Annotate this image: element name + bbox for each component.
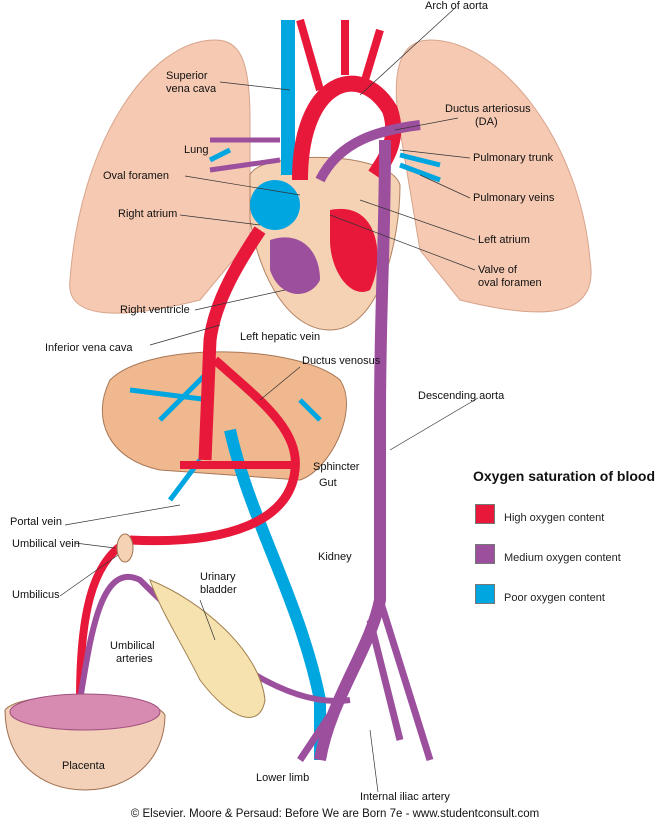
label-umbilical-arteries-1: Umbilical (110, 640, 155, 652)
label-internal-iliac-artery: Internal iliac artery (360, 791, 450, 803)
label-urinary-bladder-1: Urinary (200, 571, 236, 583)
label-arch-of-aorta: Arch of aorta (425, 0, 488, 12)
right-ventricle-shape (270, 237, 320, 294)
label-gut: Gut (319, 477, 337, 489)
label-ductus-arteriosus-1: Ductus arteriosus (445, 103, 531, 115)
pulmonary-branches-left (209, 137, 281, 173)
label-portal-vein: Portal vein (10, 516, 62, 528)
left-lung (69, 39, 251, 314)
legend-swatch-high (475, 504, 495, 524)
label-lower-limb: Lower limb (256, 772, 310, 784)
label-valve-1: Valve of (478, 264, 517, 276)
legend-label-high: High oxygen content (504, 512, 605, 524)
label-ductus-arteriosus-2: (DA) (475, 116, 498, 128)
label-valve-2: oval foramen (478, 277, 542, 289)
placenta-surface (9, 693, 161, 731)
label-left-atrium: Left atrium (478, 234, 530, 246)
label-pulmonary-trunk: Pulmonary trunk (473, 152, 554, 164)
pulmonary-trunk (315, 120, 421, 183)
iliac-branches (297, 598, 434, 762)
label-inferior-vena-cava: Inferior vena cava (45, 342, 133, 354)
label-lung: Lung (184, 144, 209, 156)
label-pulmonary-veins: Pulmonary veins (473, 192, 555, 204)
copyright-footer: © Elsevier. Moore & Persaud: Before We a… (130, 808, 540, 820)
label-superior-vena-cava-2: vena cava (166, 83, 217, 95)
inferior-vena-cava (198, 226, 266, 461)
label-kidney: Kidney (318, 551, 352, 563)
label-placenta: Placenta (62, 760, 105, 772)
leader-lines (59, 7, 479, 793)
legend-swatch-medium (475, 544, 495, 564)
label-umbilical-vein: Umbilical vein (12, 538, 80, 550)
left-ventricle-shape (330, 208, 378, 292)
label-right-atrium: Right atrium (118, 208, 178, 220)
legend-swatch-poor (475, 584, 495, 604)
urinary-bladder (149, 579, 266, 718)
label-left-hepatic-vein: Left hepatic vein (240, 331, 321, 343)
liver (101, 351, 347, 481)
pulmonary-veins-shape (208, 147, 441, 183)
umbilicus-shape (116, 533, 134, 563)
label-sphincter: Sphincter (313, 461, 360, 473)
right-atrium-shape (250, 180, 300, 230)
umbilical-arteries (77, 574, 351, 704)
label-umbilical-arteries-2: arteries (116, 653, 153, 665)
head-arteries (296, 18, 384, 92)
label-right-ventricle: Right ventricle (120, 304, 190, 316)
ductus-venosus (129, 356, 300, 546)
label-ductus-venosus: Ductus venosus (302, 355, 381, 367)
label-descending-aorta: Descending aorta (418, 390, 505, 402)
label-umbilicus: Umbilicus (12, 589, 60, 601)
label-urinary-bladder-2: bladder (200, 584, 237, 596)
right-lung (395, 39, 592, 313)
label-superior-vena-cava-1: Superior (166, 70, 208, 82)
legend-label-medium: Medium oxygen content (504, 552, 621, 564)
label-oval-foramen: Oval foramen (103, 170, 170, 182)
legend-title: Oxygen saturation of blood (473, 468, 656, 484)
liver-veins (129, 368, 322, 502)
legend-label-poor: Poor oxygen content (504, 592, 605, 604)
